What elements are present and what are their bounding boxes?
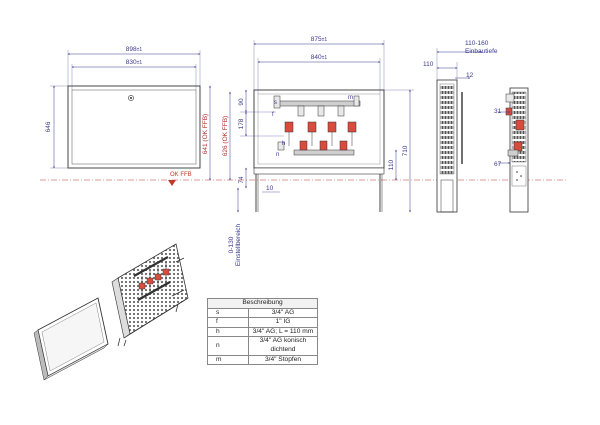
dim-641: 641 (OK FFB): [202, 114, 209, 154]
dim-830: 830: [126, 59, 137, 66]
svg-text:898±1: 898±1: [126, 46, 143, 53]
svg-text:875±1: 875±1: [311, 36, 328, 43]
dim-profile-110: 110: [423, 61, 434, 68]
isometric-cover: [33, 297, 109, 381]
marker-m: m: [348, 95, 353, 101]
floor-label: OK FFB: [170, 172, 192, 178]
front-view: 898±1 830±1 646 OK FFB: [45, 46, 201, 186]
manifold-bar-bottom: [293, 149, 355, 156]
isometric-frame: [111, 243, 189, 347]
dim-67: 67: [494, 161, 502, 168]
dim-875: 875: [311, 36, 322, 43]
dim-74: 74: [238, 176, 245, 184]
profile-view: 110 110-160 Einbautiefe 12: [423, 40, 498, 213]
dim-110: 110: [388, 159, 395, 170]
svg-text:840±1: 840±1: [311, 54, 328, 61]
dim-710: 710: [402, 145, 409, 156]
dim-110-160: 110-160: [465, 40, 489, 47]
dim-10: 10: [266, 185, 274, 192]
dim-90: 90: [238, 98, 245, 106]
marker-f: f: [272, 112, 274, 118]
dim-12: 12: [466, 72, 474, 79]
depth-label: Einbautiefe: [465, 48, 498, 55]
floor-marker-icon: [168, 180, 176, 186]
dim-0-130: 0-130: [228, 236, 235, 253]
svg-text:830±1: 830±1: [126, 59, 143, 66]
dim-898: 898: [126, 46, 137, 53]
manifold-bar-top: [275, 100, 361, 107]
detail-view: 31 67: [494, 87, 529, 213]
dim-31: 31: [494, 108, 502, 115]
front-cover-inner: [71, 89, 197, 165]
height-dims: 641 (OK FFB) 626 (OK FFB): [202, 85, 231, 181]
marker-n: n: [276, 152, 279, 158]
dim-646: 646: [45, 121, 52, 132]
manifold-view: s f h n m 875±1 840±1 90 178 74 710 110 …: [228, 36, 414, 266]
dim-840: 840: [311, 54, 322, 61]
dim-626: 626 (OK FFB): [222, 116, 229, 156]
install-range-label: Einstellbereich: [235, 223, 242, 266]
legend-header: Beschreibung: [207, 298, 318, 309]
marker-s: s: [274, 100, 277, 106]
dim-178: 178: [238, 118, 245, 129]
marker-h: h: [282, 141, 285, 147]
